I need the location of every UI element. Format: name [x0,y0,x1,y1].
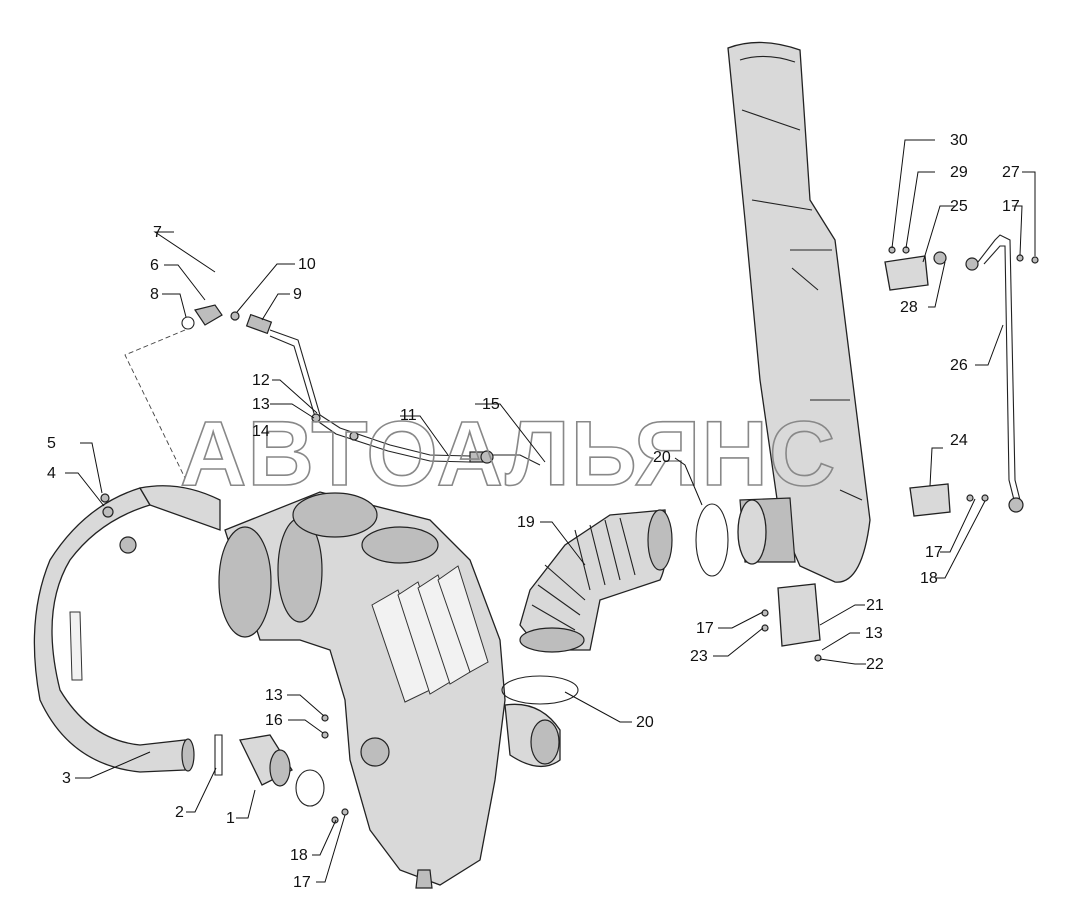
callout-label: 9 [293,286,302,303]
callout-label: 22 [866,656,884,673]
hose-clamp-upper [695,503,729,577]
callout-label: 20 [636,714,654,731]
mount-bracket [777,583,821,647]
callout-label: 8 [150,286,159,303]
watermark: АВТОАЛЬЯНС [180,403,836,505]
callout-label: 18 [920,570,938,587]
callout-label: 19 [517,514,535,531]
air-filter-housing [218,491,561,889]
callout-label: 2 [175,804,184,821]
callout-label: 7 [153,224,162,241]
vent-tube [124,304,541,479]
callout-label: 4 [47,465,56,482]
callout-label: 30 [950,132,968,149]
callout-label: 3 [62,770,71,787]
air-intake-duct [727,41,871,583]
callout-label: 16 [265,712,283,729]
callout-label: 18 [290,847,308,864]
callout-label: 13 [265,687,283,704]
curved-pipe [33,485,221,773]
callout-label: 26 [950,357,968,374]
small-clamp [214,734,223,776]
callout-label: 17 [696,620,714,637]
callout-label: 17 [925,544,943,561]
callout-label: 13 [252,396,270,413]
callout-labels: 30 29 27 25 17 7 10 6 9 8 28 26 12 13 11… [47,132,1020,891]
callout-label: 6 [150,257,159,274]
callout-label: 28 [900,299,918,316]
hose-clamp-lower [501,675,579,705]
leader-lines [65,139,1036,883]
callout-label: 13 [865,625,883,642]
callout-label: 17 [293,874,311,891]
callout-label: 24 [950,432,968,449]
callout-label: 12 [252,372,270,389]
callout-label: 21 [866,597,884,614]
callout-label: 11 [400,407,417,424]
callout-label: 5 [47,435,56,452]
bellows-hose [519,509,673,653]
callout-label: 23 [690,648,708,665]
callout-label: 20 [653,449,671,466]
bracket-rod-assembly [884,234,1039,517]
callout-label: 17 [1002,198,1020,215]
callout-label: 10 [298,256,316,273]
callout-label: 29 [950,164,968,181]
ring-clamp [295,769,325,807]
callout-label: 15 [482,396,500,413]
callout-label: 27 [1002,164,1020,181]
callout-label: 25 [950,198,968,215]
callout-label: 14 [252,423,270,440]
callout-label: 1 [226,810,235,827]
